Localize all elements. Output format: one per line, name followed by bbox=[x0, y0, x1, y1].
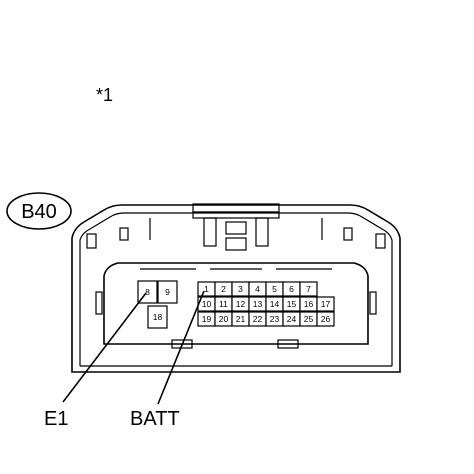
pin-3-label: 3 bbox=[238, 284, 243, 294]
pin-15-label: 15 bbox=[287, 299, 297, 309]
pin-7-label: 7 bbox=[306, 284, 311, 294]
pin-7: 7 bbox=[299, 281, 318, 297]
pin-5-label: 5 bbox=[272, 284, 277, 294]
pin-3: 3 bbox=[231, 281, 250, 297]
pin-10-label: 10 bbox=[202, 299, 212, 309]
pin-22: 22 bbox=[248, 311, 267, 327]
batt-leader-line bbox=[157, 290, 205, 405]
pin-1: 1 bbox=[197, 281, 216, 297]
pin-14: 14 bbox=[265, 296, 284, 312]
pin-5: 5 bbox=[265, 281, 284, 297]
callout-batt: BATT bbox=[130, 408, 180, 430]
pin-24-label: 24 bbox=[287, 314, 297, 324]
pin-21: 21 bbox=[231, 311, 250, 327]
pin-2-label: 2 bbox=[221, 284, 226, 294]
connector-body bbox=[71, 203, 401, 373]
note-marker: *1 bbox=[96, 85, 113, 105]
pin-22-label: 22 bbox=[253, 314, 263, 324]
pin-12: 12 bbox=[231, 296, 250, 312]
pin-1-label: 1 bbox=[204, 284, 209, 294]
pin-20: 20 bbox=[214, 311, 233, 327]
pin-24: 24 bbox=[282, 311, 301, 327]
pin-23: 23 bbox=[265, 311, 284, 327]
connector-code-badge: B40 bbox=[6, 192, 72, 230]
pin-6: 6 bbox=[282, 281, 301, 297]
pin-6-label: 6 bbox=[289, 284, 294, 294]
pin-13: 13 bbox=[248, 296, 267, 312]
callout-e1: E1 bbox=[44, 408, 68, 430]
pin-19: 19 bbox=[197, 311, 216, 327]
pin-2: 2 bbox=[214, 281, 233, 297]
pin-4-label: 4 bbox=[255, 284, 260, 294]
pin-18: 18 bbox=[147, 305, 168, 329]
pin-16: 16 bbox=[299, 296, 318, 312]
pin-9: 9 bbox=[157, 280, 178, 304]
pin-21-label: 21 bbox=[236, 314, 246, 324]
pin-20-label: 20 bbox=[219, 314, 229, 324]
pin-13-label: 13 bbox=[253, 299, 263, 309]
connector-code: B40 bbox=[21, 201, 57, 223]
pin-26-label: 26 bbox=[321, 314, 331, 324]
pin-19-label: 19 bbox=[202, 314, 212, 324]
pin-18-label: 18 bbox=[153, 312, 163, 322]
pin-11-label: 11 bbox=[219, 299, 228, 309]
pin-26: 26 bbox=[316, 311, 335, 327]
pin-16-label: 16 bbox=[304, 299, 314, 309]
pin-17-label: 17 bbox=[321, 299, 331, 309]
pin-11: 11 bbox=[214, 296, 233, 312]
pin-4: 4 bbox=[248, 281, 267, 297]
pin-17: 17 bbox=[316, 296, 335, 312]
pin-9-label: 9 bbox=[165, 287, 170, 297]
pin-25: 25 bbox=[299, 311, 318, 327]
pin-8-label: 8 bbox=[145, 287, 150, 297]
e1-leader-line bbox=[62, 292, 147, 403]
left-pin-block: 8 9 18 bbox=[137, 280, 178, 329]
pin-12-label: 12 bbox=[236, 299, 246, 309]
pin-23-label: 23 bbox=[270, 314, 280, 324]
pin-25-label: 25 bbox=[304, 314, 314, 324]
pin-14-label: 14 bbox=[270, 299, 280, 309]
pin-15: 15 bbox=[282, 296, 301, 312]
